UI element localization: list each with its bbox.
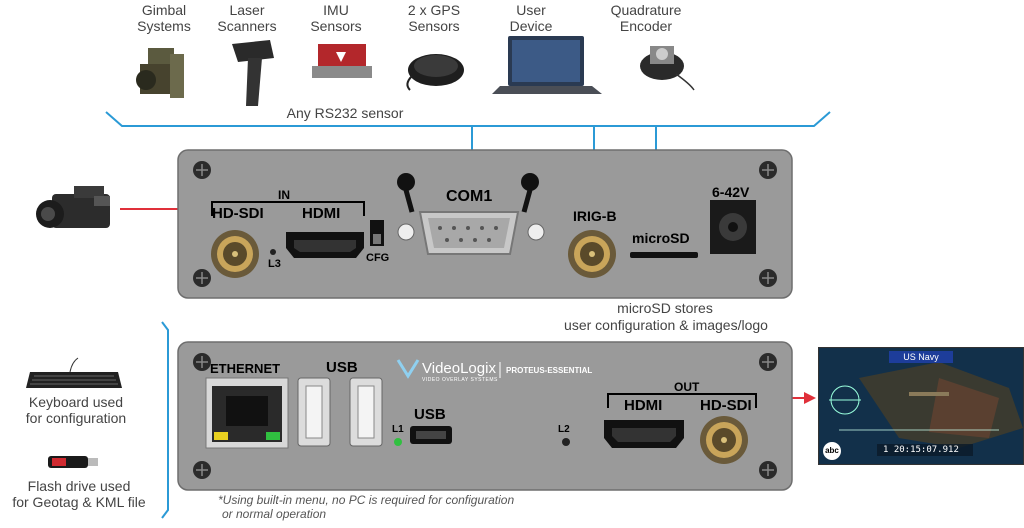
- out-label: OUT: [674, 380, 700, 394]
- abc-logo: abc: [823, 442, 841, 460]
- encoder-icon: [640, 46, 695, 91]
- irigb-label: IRIG-B: [573, 208, 617, 224]
- laptop-icon: [492, 36, 602, 94]
- gps-icon: [406, 54, 464, 91]
- microsd-note-1: microSD stores: [617, 300, 713, 316]
- sensor-bracket-line: [105, 111, 831, 127]
- laser-scanner-icon: [232, 40, 274, 106]
- microsd-label: microSD: [632, 230, 690, 246]
- keyboard-label-2: for configuration: [25, 410, 127, 426]
- brand-name: VideoLogix: [422, 360, 496, 377]
- flash-label-1: Flash drive used: [27, 478, 131, 494]
- power-label: 6-42V: [712, 184, 750, 200]
- user-device-label: User Device: [509, 2, 553, 34]
- imu-label: IMU Sensors: [310, 2, 362, 34]
- usb-label-2: USB: [414, 406, 446, 423]
- monitor-timecode: 1 20:15:07.912: [883, 445, 959, 455]
- encoder-label: Quadrature Encoder: [610, 2, 682, 34]
- in-label: IN: [278, 188, 290, 202]
- usb-bracket-line: [161, 321, 169, 519]
- monitor-title: US Navy: [889, 351, 953, 363]
- brand-sub: VIDEO OVERLAY SYSTEMS: [422, 377, 498, 383]
- keyboard-icon: [26, 357, 122, 388]
- ethernet-label: ETHERNET: [210, 361, 281, 376]
- com1-label: COM1: [446, 188, 493, 205]
- back-hdsdi-label: HD-SDI: [700, 397, 752, 414]
- gimbal-icon: [136, 48, 184, 98]
- front-hdmi-label: HDMI: [302, 205, 341, 222]
- flash-label-2: for Geotag & KML file: [12, 494, 146, 510]
- monitor-screen: US Navy 1 20:15:07.912 abc: [818, 347, 1024, 465]
- l2-label: L2: [558, 424, 570, 435]
- footnote-2: or normal operation: [222, 507, 327, 521]
- flash-drive-icon: [48, 456, 98, 468]
- rs232-label: Any RS232 sensor: [286, 105, 404, 121]
- cfg-label: CFG: [366, 252, 390, 264]
- microsd-note-2: user configuration & images/logo: [564, 317, 768, 333]
- gimbal-label: Gimbal Systems: [137, 2, 191, 34]
- keyboard-label-1: Keyboard used: [28, 394, 124, 410]
- laser-label: Laser Scanners: [217, 2, 277, 34]
- front-hdsdi-label: HD-SDI: [212, 205, 264, 222]
- imu-icon: [312, 44, 372, 78]
- l3-label: L3: [268, 258, 281, 270]
- footnote-1: *Using built-in menu, no PC is required …: [218, 493, 515, 507]
- l1-label: L1: [392, 424, 404, 435]
- usb-label-1: USB: [326, 359, 358, 376]
- product-name: PROTEUS-ESSENTIAL: [506, 366, 593, 375]
- underwater-scene: [819, 348, 1023, 464]
- gps-label: 2 x GPS Sensors: [407, 2, 461, 34]
- back-hdmi-label: HDMI: [624, 397, 663, 414]
